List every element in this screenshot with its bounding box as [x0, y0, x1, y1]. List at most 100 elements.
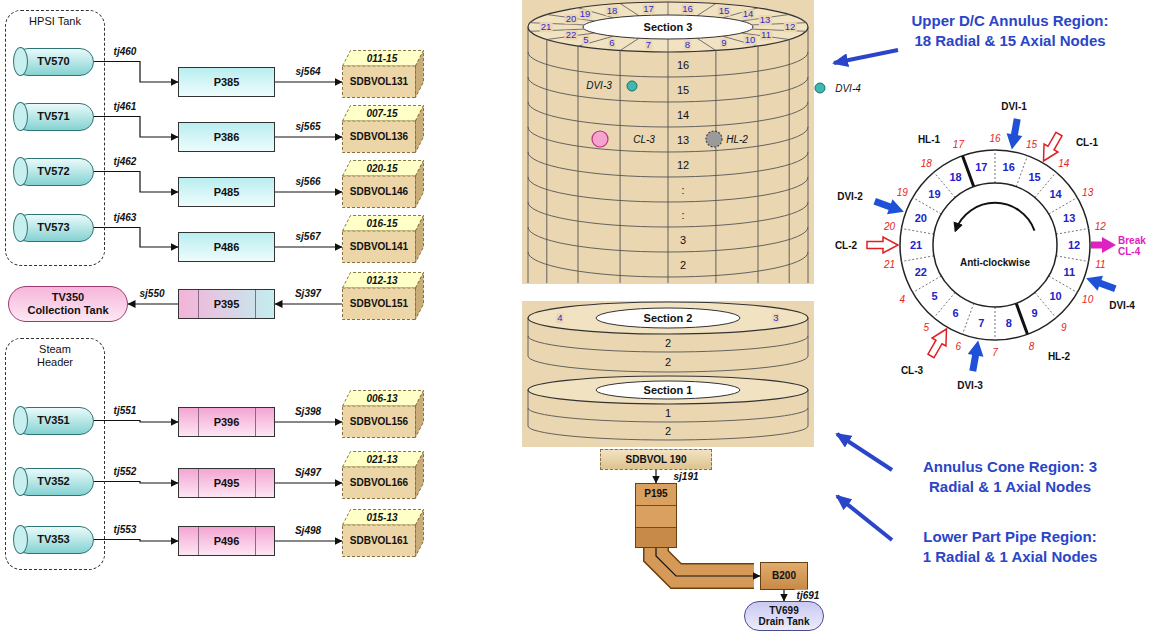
nozzle-label: HL-2 — [725, 134, 749, 145]
flow-arrow — [275, 421, 342, 422]
node-label: B200 — [772, 570, 796, 582]
node-label: TV699 — [769, 605, 798, 616]
volume-box: 011-15SDBVOL131 — [342, 50, 424, 98]
volume-box-side — [416, 452, 424, 499]
cylinder-body-line — [528, 27, 808, 283]
injection-arrow — [867, 118, 1118, 373]
radial-node-number: 13 — [759, 15, 772, 25]
nozzle-label: HL-2 — [1048, 351, 1070, 362]
nozzle-label: CL-1 — [1076, 137, 1098, 148]
pipe-box: P485 — [178, 177, 275, 207]
nozzle-symbol — [815, 83, 825, 93]
pipe-box: P386 — [178, 122, 275, 152]
lower-pipe-section — [528, 376, 808, 404]
boundary-number: 5 — [923, 321, 929, 332]
radial-node-number: 18 — [606, 6, 619, 16]
radial-node-number: 17 — [642, 4, 655, 14]
tank-cylinder: TV572 — [14, 158, 94, 186]
sector-number: 7 — [978, 317, 984, 329]
node-label: TV351 — [37, 414, 69, 427]
volume-id: 021-13 — [348, 453, 416, 466]
pipe-segment: P195 — [635, 483, 677, 548]
boundary-number: 4 — [900, 293, 906, 304]
node-label: TV571 — [37, 110, 69, 123]
axial-node-number: 13 — [676, 134, 690, 145]
volume-box: SDBVOL 190 — [600, 449, 712, 470]
sector-number: 16 — [1003, 161, 1015, 173]
pipe-box: P385 — [178, 67, 275, 97]
nozzle-label: CL-3 — [632, 134, 656, 145]
edge-label: sj564 — [293, 66, 322, 77]
tank-cylinder: TV573 — [14, 214, 94, 242]
volume-box-side — [416, 510, 424, 557]
sector-number: 19 — [928, 188, 940, 200]
ring-diagram — [933, 183, 1057, 307]
boundary-number: 15 — [1026, 139, 1037, 150]
volume-box-side — [416, 51, 424, 98]
boundary-number: 8 — [1029, 340, 1035, 351]
radial-node-number: 19 — [579, 9, 592, 19]
node-label: SDBVOL136 — [342, 121, 416, 153]
node-label: Drain Tank — [759, 616, 810, 627]
flow-arrow — [275, 303, 342, 304]
cylinder-break — [520, 284, 816, 301]
sector-number: 10 — [1049, 290, 1061, 302]
cylinder-rim — [583, 15, 753, 39]
edge-label: sj565 — [293, 121, 322, 132]
pipe-box: P496 — [178, 526, 275, 556]
radial-node-number: 22 — [565, 30, 578, 40]
injection-arrow — [1004, 118, 1025, 151]
cylinder-body-line — [528, 127, 808, 152]
radial-node-number: 6 — [608, 38, 615, 48]
tank-cap — [13, 406, 28, 435]
lower-pipe-section — [528, 408, 808, 422]
sector-number: 9 — [1031, 307, 1037, 319]
node-label: SDBVOL 190 — [626, 454, 687, 466]
edge-label: Sj497 — [293, 467, 323, 478]
volume-box: 020-15SDBVOL146 — [342, 160, 424, 208]
node-label: SDBVOL146 — [342, 176, 416, 208]
nozzle-label: CL-3 — [901, 365, 923, 376]
volume-box: 016-15SDBVOL141 — [342, 215, 424, 263]
volume-id: 020-15 — [348, 162, 416, 175]
flow-arrow — [656, 548, 760, 576]
nozzle-symbol — [592, 131, 608, 147]
nozzle-symbol — [627, 81, 637, 91]
boundary-number: 11 — [1095, 258, 1105, 269]
flow-arrow — [94, 172, 179, 193]
volume-box: 021-13SDBVOL166 — [342, 451, 424, 499]
pipe-box: P395 — [178, 289, 275, 319]
cylinder-body-line — [528, 177, 808, 202]
annulus-cone-section — [528, 356, 808, 372]
pipe-box: P396 — [178, 407, 275, 437]
edge-label: tj691 — [795, 590, 822, 601]
ring-diagram — [956, 203, 1035, 231]
sector-number: 8 — [1006, 317, 1012, 329]
sector-number: 13 — [1063, 212, 1075, 224]
node-label: SDBVOL166 — [342, 467, 416, 499]
volume-id: 007-15 — [348, 107, 416, 120]
volume-box-top — [343, 510, 424, 526]
axial-node-number: 2 — [679, 259, 687, 270]
edge-label: sj567 — [293, 231, 322, 242]
flow-arrow — [275, 540, 342, 541]
tank-cap — [13, 467, 28, 496]
cylinder-rim — [528, 2, 808, 52]
nozzle-symbol — [592, 81, 825, 147]
boundary-number: 14 — [1058, 158, 1069, 169]
edge-label: Sj397 — [293, 288, 323, 299]
injection-arrow — [1091, 237, 1116, 253]
radial-node-number: 11 — [760, 30, 772, 40]
axial-node-number: 3 — [679, 234, 687, 245]
node-label: TV353 — [37, 533, 69, 546]
edge-label: tj460 — [112, 46, 139, 57]
edge-label: sj191 — [671, 471, 700, 482]
radial-node-number: 14 — [742, 9, 755, 19]
node-label: P496 — [214, 535, 240, 548]
radial-node-number: 3 — [772, 313, 779, 323]
axial-node-number: 12 — [676, 159, 690, 170]
callout-arrow — [837, 496, 892, 540]
volume-box: 007-15SDBVOL136 — [342, 105, 424, 153]
region-callout: Annulus Cone Region: 3 Radial & 1 Axial … — [885, 457, 1135, 496]
